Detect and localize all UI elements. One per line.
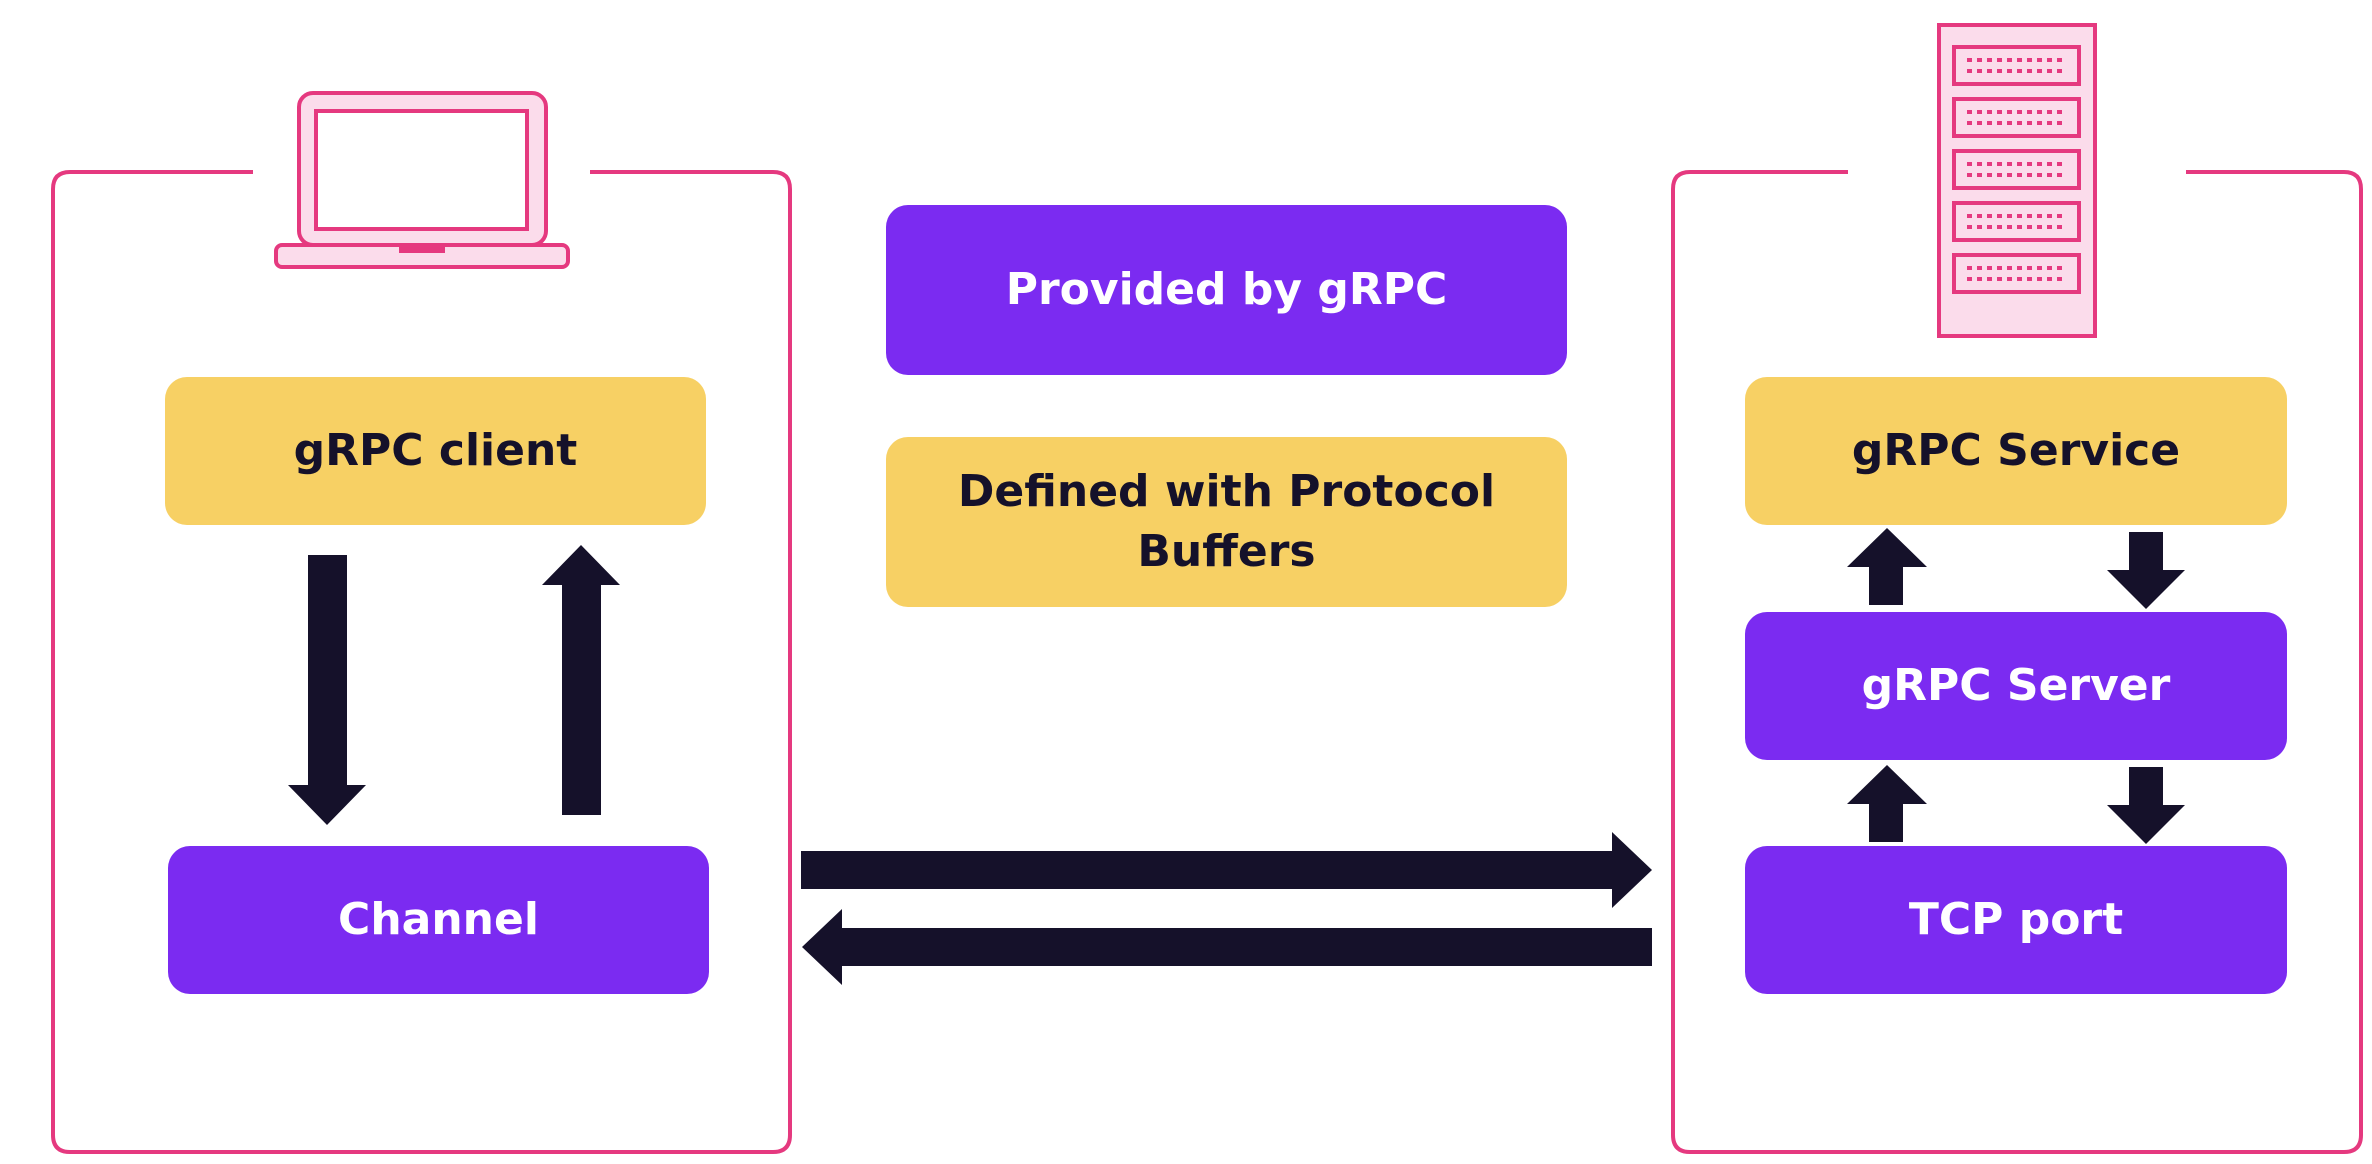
grpc-service-label: gRPC Service [1851,425,2181,476]
arrow-client-down [288,555,366,825]
arrow-response-left [802,909,1652,985]
arrow-server-to-tcp [2107,767,2185,844]
client-frame [51,170,792,1154]
tcp-port-box: TCP port [1745,846,2287,994]
legend-protocol-buffers: Defined with Protocol Buffers [886,437,1567,607]
grpc-server-label: gRPC Server [1861,660,2171,711]
arrow-service-to-server [2107,532,2185,609]
laptop-icon [274,91,570,269]
server-frame [1671,170,2363,1154]
arrow-tcp-to-server [1847,765,1927,842]
arrow-request-right [801,832,1652,908]
legend-defined-label: Defined with Protocol Buffers [957,466,1496,577]
channel-label: Channel [338,894,539,945]
legend-provided-label: Provided by gRPC [1005,264,1448,315]
server-rack-icon [1937,23,2097,338]
grpc-service-box: gRPC Service [1745,377,2287,525]
grpc-client-label: gRPC client [293,425,578,476]
arrow-client-up [542,545,620,815]
grpc-server-box: gRPC Server [1745,612,2287,760]
tcp-port-label: TCP port [1908,894,2124,945]
arrow-server-to-service [1847,528,1927,605]
legend-provided-by-grpc: Provided by gRPC [886,205,1567,375]
channel-box: Channel [168,846,709,994]
grpc-client-box: gRPC client [165,377,706,525]
